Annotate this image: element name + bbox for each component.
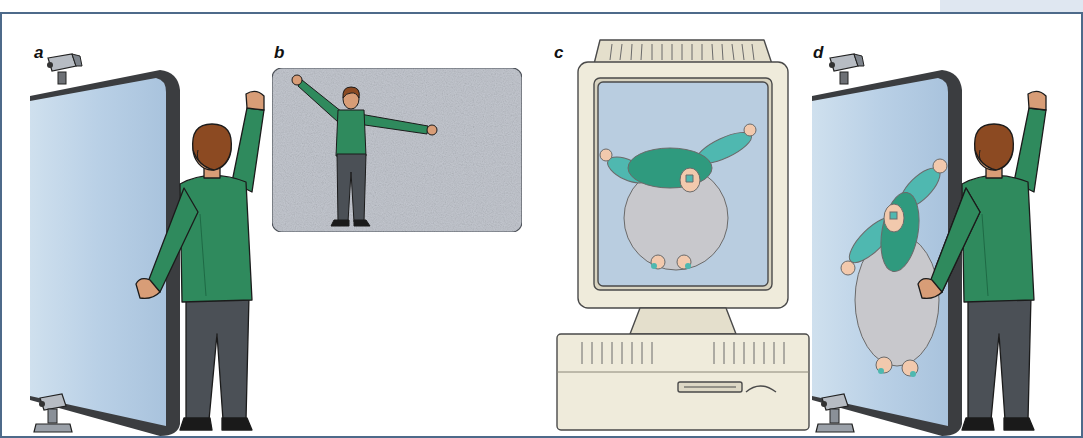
wall-screen-scene	[30, 54, 264, 436]
panel-letter: b	[274, 44, 284, 61]
corner-tab	[940, 0, 1083, 14]
blob-body-model	[600, 124, 756, 270]
bottom-camera	[34, 394, 72, 432]
panel-letter: c	[554, 44, 563, 61]
top-camera	[47, 54, 82, 84]
projected-blob-model	[841, 159, 947, 377]
panel-letter: a	[34, 44, 43, 61]
man-back-view	[136, 91, 264, 430]
camera-image	[272, 68, 522, 232]
panel-letter: d	[813, 44, 823, 61]
man-front-view	[292, 75, 437, 226]
figure-frame	[1, 13, 1082, 437]
computer	[557, 40, 809, 430]
projection-screen	[30, 78, 166, 426]
wall-screen-scene-with-model	[812, 54, 1046, 436]
man-arm-front	[918, 188, 980, 298]
screen-frame	[30, 70, 180, 436]
